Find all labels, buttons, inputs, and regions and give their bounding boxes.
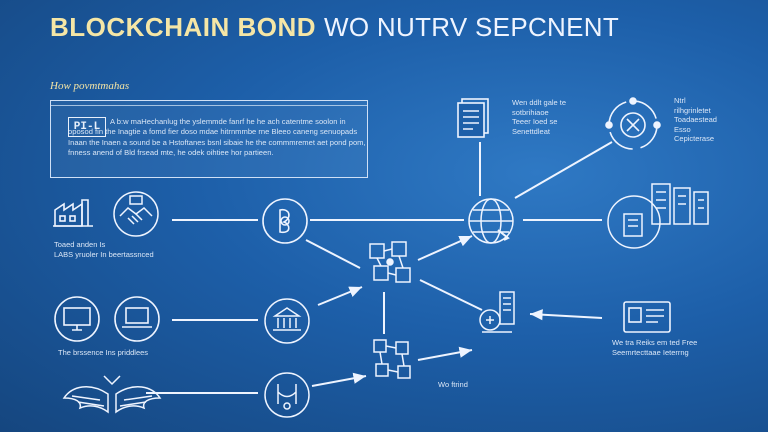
server-rack-icon [607, 183, 709, 249]
intro-tag: PI-L [68, 117, 106, 137]
connector-ledger-contract [419, 279, 483, 311]
fin-label: Wo ftrind [438, 380, 468, 389]
bond-node-icon [264, 372, 310, 418]
desktop-monitor-icon [54, 296, 100, 342]
handshake-icon [113, 191, 159, 237]
smart-contract-icon [479, 291, 515, 333]
factory-icon [53, 199, 93, 227]
document-icon [457, 98, 489, 138]
connector-token-ledger [305, 239, 361, 269]
investors-label: The brssence Ins priddlees [58, 348, 149, 357]
connector-card-contract [529, 309, 603, 321]
intro-body: A b:w maHechanlug the yslemmde fanrf he … [68, 117, 366, 158]
blockchain-ledger-icon [369, 241, 411, 283]
title-rest: WO NUTRV SEPCNENT [324, 12, 620, 42]
intro-heading: How povmtmahas [50, 80, 130, 92]
connector-globe-lifecycle [514, 141, 613, 199]
settlement-node-icon [373, 339, 411, 379]
registry-building-icon [264, 298, 310, 344]
connector-node-settlement [311, 372, 367, 387]
bond-token-icon [262, 198, 308, 244]
laptop-icon [114, 296, 160, 342]
connector-settlement-contract [417, 346, 473, 361]
globe-network-icon [468, 198, 514, 244]
title-bold: BLOCKCHAIN BOND [50, 12, 317, 42]
lifecycle-cycle-icon [605, 97, 661, 150]
winged-shield-icon [62, 375, 162, 414]
intro-box: A b:w maHechanlug the yslemmde fanrf he … [50, 100, 368, 178]
connector-registry-ledger [317, 286, 363, 306]
id-card-icon [623, 301, 671, 333]
intro-box-rule [51, 105, 367, 106]
connector-ledger-globe [417, 235, 473, 261]
